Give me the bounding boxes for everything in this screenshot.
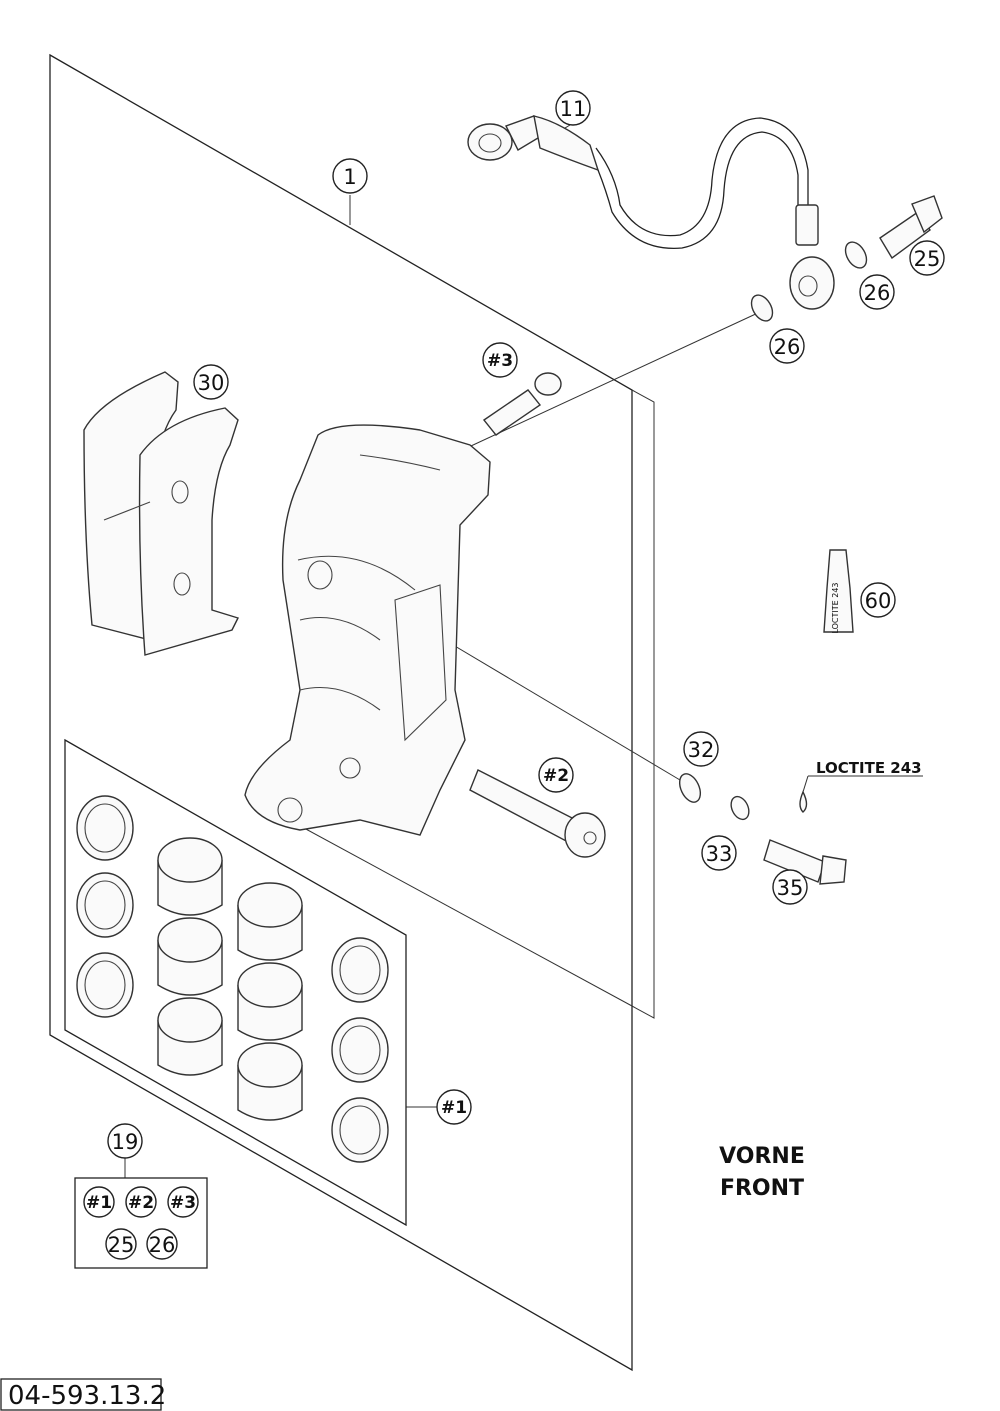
svg-text:26: 26 bbox=[774, 335, 801, 359]
callout-hash-2: #2 bbox=[538, 757, 574, 793]
svg-text:32: 32 bbox=[688, 738, 715, 762]
callout-26-lower: 26 bbox=[769, 328, 805, 364]
callout-33: 33 bbox=[701, 835, 737, 871]
washer-33 bbox=[730, 795, 750, 821]
kit-19-box bbox=[74, 1177, 208, 1269]
caliper-pin bbox=[469, 769, 606, 858]
callout-11: 11 bbox=[555, 90, 591, 126]
svg-text:33: 33 bbox=[706, 842, 733, 866]
seal-kit-frame bbox=[64, 738, 407, 1227]
loctite-tube: LOCTITE 243 bbox=[823, 549, 854, 634]
callout-hash-3: #3 bbox=[482, 342, 518, 378]
callout-1: 1 bbox=[332, 158, 368, 194]
svg-text:26: 26 bbox=[864, 281, 891, 305]
callout-26-upper: 26 bbox=[859, 274, 895, 310]
bolt-35 bbox=[763, 839, 847, 885]
callout-25: 25 bbox=[909, 240, 945, 276]
kit-item-hash-1: #1 bbox=[83, 1186, 115, 1218]
svg-text:#2: #2 bbox=[128, 1193, 154, 1213]
svg-text:11: 11 bbox=[560, 97, 587, 121]
callout-60: 60 bbox=[860, 582, 896, 618]
callout-32: 32 bbox=[683, 731, 719, 767]
kit-item-25: 25 bbox=[105, 1228, 137, 1260]
callout-19: 19 bbox=[107, 1123, 143, 1159]
svg-text:19: 19 bbox=[112, 1130, 139, 1154]
washer-26-lower bbox=[750, 294, 774, 322]
piston-seals bbox=[76, 795, 389, 1163]
svg-text:60: 60 bbox=[865, 589, 892, 613]
direction-label-vorne: VORNE bbox=[719, 1144, 805, 1169]
document-number: 04-593.13.2 bbox=[8, 1381, 166, 1411]
document-number-box: 04-593.13.2 bbox=[0, 1378, 166, 1411]
callout-35: 35 bbox=[772, 869, 808, 905]
svg-text:#2: #2 bbox=[543, 766, 569, 786]
caliper-body bbox=[244, 424, 491, 836]
kit-item-hash-3: #3 bbox=[167, 1186, 199, 1218]
svg-text:#3: #3 bbox=[170, 1193, 196, 1213]
svg-text:25: 25 bbox=[914, 247, 941, 271]
svg-text:30: 30 bbox=[198, 371, 225, 395]
svg-text:26: 26 bbox=[149, 1233, 176, 1257]
bleeder-valve bbox=[482, 372, 562, 436]
svg-text:1: 1 bbox=[343, 165, 356, 189]
assembly-frame bbox=[49, 53, 655, 1372]
svg-text:35: 35 bbox=[777, 876, 804, 900]
svg-text:#1: #1 bbox=[86, 1193, 112, 1213]
svg-text:25: 25 bbox=[108, 1233, 135, 1257]
callout-30: 30 bbox=[193, 364, 229, 400]
direction-label-front: FRONT bbox=[720, 1176, 804, 1201]
loctite-note: LOCTITE 243 bbox=[816, 759, 922, 777]
kit-item-26: 26 bbox=[146, 1228, 178, 1260]
tube-label: LOCTITE 243 bbox=[831, 582, 840, 633]
svg-text:#3: #3 bbox=[487, 351, 513, 371]
washer-26-upper bbox=[844, 241, 868, 269]
kit-item-hash-2: #2 bbox=[125, 1186, 157, 1218]
brake-hose bbox=[467, 115, 835, 310]
loctite-drop bbox=[799, 790, 808, 813]
washer-32 bbox=[678, 773, 702, 803]
brake-pads bbox=[83, 371, 239, 656]
banjo-bolt bbox=[879, 195, 943, 260]
svg-text:#1: #1 bbox=[441, 1098, 467, 1118]
pistons bbox=[157, 837, 303, 1121]
callout-hash-1: #1 bbox=[436, 1089, 472, 1125]
leader-lines bbox=[124, 124, 923, 1178]
